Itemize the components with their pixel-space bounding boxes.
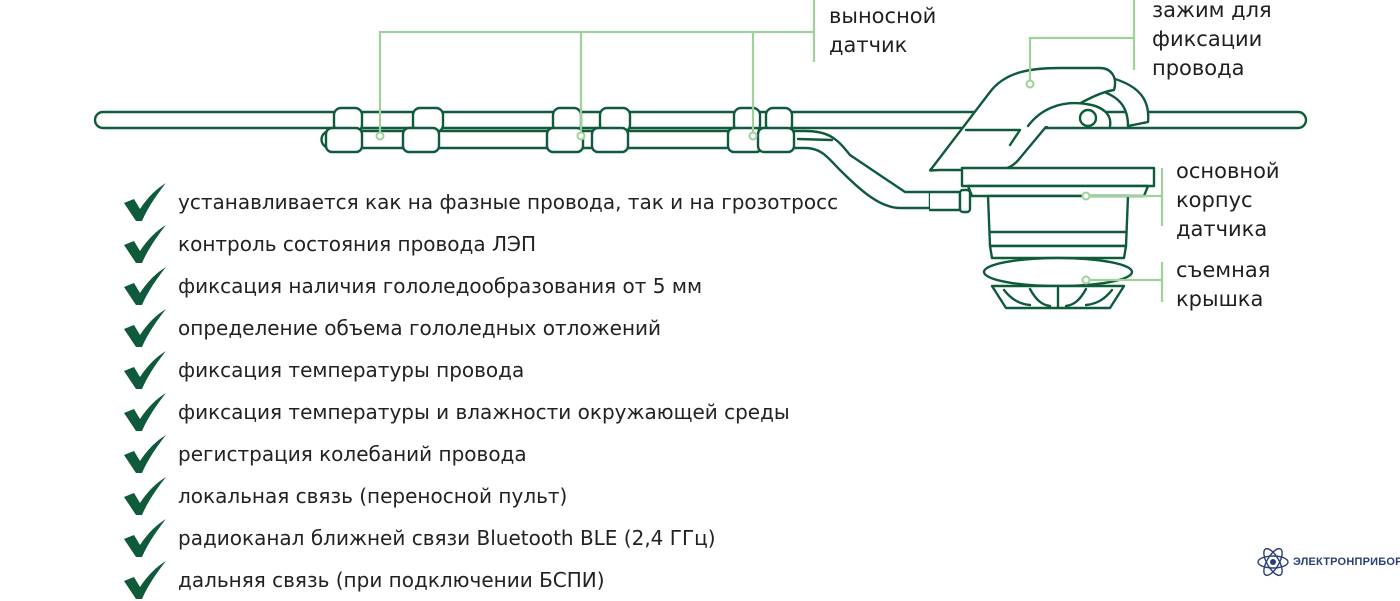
callout-remote-sensor: выносной датчик bbox=[829, 4, 937, 57]
feature-text: устанавливается как на фазные провода, т… bbox=[178, 190, 839, 214]
feature-item: радиоканал ближней связи Bluetooth BLE (… bbox=[118, 517, 838, 559]
brand-logo: ЭЛЕКТРОНПРИБОР bbox=[1256, 545, 1400, 579]
feature-item: контроль состояния провода ЛЭП bbox=[118, 223, 838, 265]
feature-item: определение объема гололедных отложений bbox=[118, 307, 838, 349]
feature-item: локальная связь (переносной пульт) bbox=[118, 475, 838, 517]
power-line-wire bbox=[93, 110, 1308, 130]
feature-item: регистрация колебаний провода bbox=[118, 433, 838, 475]
atom-logo-icon bbox=[1257, 547, 1289, 577]
feature-text: фиксация температуры и влажности окружаю… bbox=[178, 400, 790, 424]
check-icon bbox=[124, 225, 166, 263]
feature-text: определение объема гололедных отложений bbox=[178, 316, 662, 340]
feature-text: фиксация наличия гололедообразования от … bbox=[178, 274, 703, 298]
check-icon bbox=[124, 435, 166, 473]
wire-clamp bbox=[928, 66, 1150, 172]
feature-item: фиксация наличия гололедообразования от … bbox=[118, 265, 838, 307]
main-body bbox=[960, 166, 1156, 260]
brand-name: ЭЛЕКТРОНПРИБОР bbox=[1293, 556, 1400, 568]
check-icon bbox=[124, 561, 166, 599]
feature-text: контроль состояния провода ЛЭП bbox=[178, 232, 537, 256]
check-icon bbox=[124, 519, 166, 557]
feature-item: дальняя связь (при подключении БСПИ) bbox=[118, 559, 838, 601]
feature-list: устанавливается как на фазные провода, т… bbox=[118, 181, 838, 601]
callout-wire-clamp: зажим для фиксации провода bbox=[1152, 0, 1272, 80]
removable-cover bbox=[982, 256, 1134, 310]
feature-text: радиоканал ближней связи Bluetooth BLE (… bbox=[178, 526, 716, 550]
callout-main-body: основной корпус датчика bbox=[1176, 159, 1280, 241]
check-icon bbox=[124, 393, 166, 431]
check-icon bbox=[124, 351, 166, 389]
feature-item: устанавливается как на фазные провода, т… bbox=[118, 181, 838, 223]
leader-lines bbox=[378, 0, 1164, 302]
check-icon bbox=[124, 267, 166, 305]
check-icon bbox=[124, 477, 166, 515]
leader-dots bbox=[375, 79, 1091, 285]
check-icon bbox=[124, 183, 166, 221]
feature-item: фиксация температуры провода bbox=[118, 349, 838, 391]
feature-text: регистрация колебаний провода bbox=[178, 442, 527, 466]
check-icon bbox=[124, 309, 166, 347]
callout-removable-cover: съемная крышка bbox=[1176, 258, 1271, 311]
feature-text: дальняя связь (при подключении БСПИ) bbox=[178, 568, 605, 592]
feature-item: фиксация температуры и влажности окружаю… bbox=[118, 391, 838, 433]
feature-text: локальная связь (переносной пульт) bbox=[178, 484, 568, 508]
feature-text: фиксация температуры провода bbox=[178, 358, 525, 382]
